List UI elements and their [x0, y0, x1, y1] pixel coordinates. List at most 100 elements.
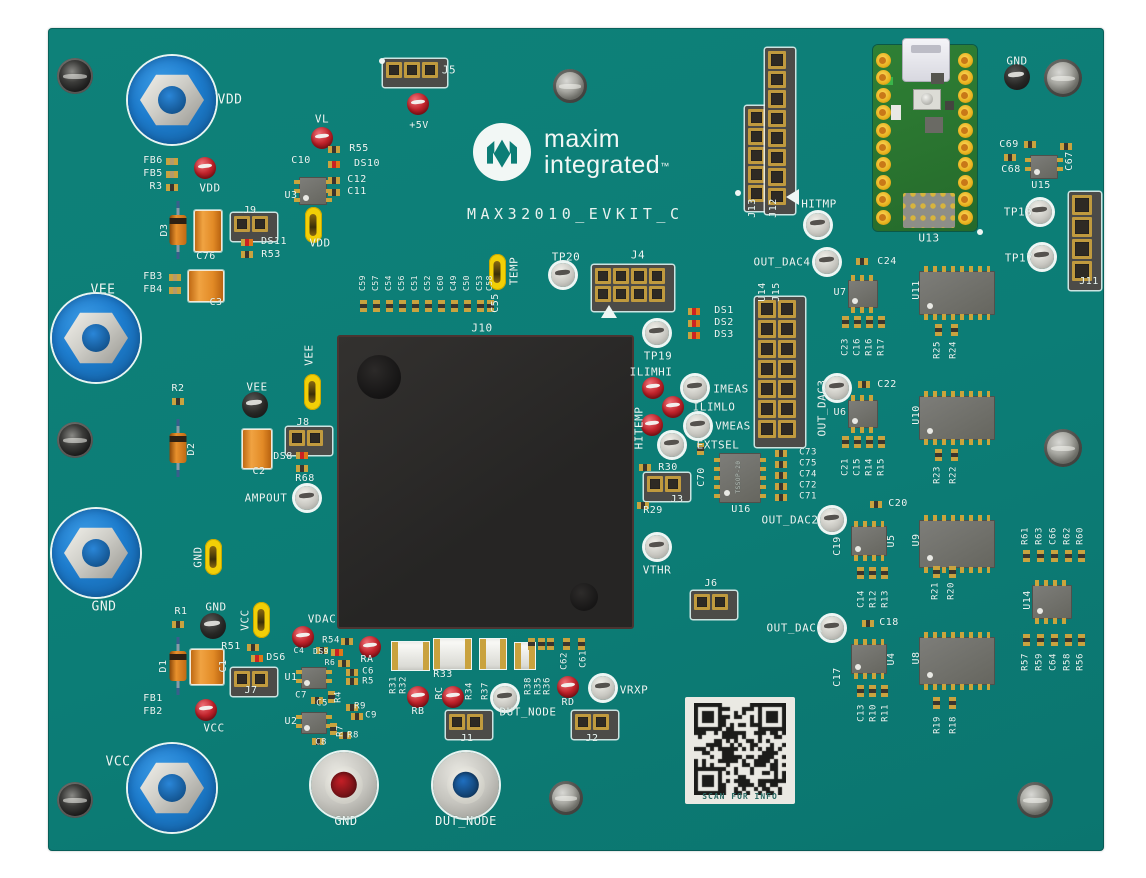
- silk-label: C4: [293, 646, 305, 655]
- tp-gnd-bottom: [200, 613, 226, 639]
- gnd-banana-jack: [52, 509, 140, 597]
- module-castellated-pad: [876, 105, 891, 121]
- tp-vmeas: [686, 414, 710, 438]
- smd-component: [950, 323, 958, 337]
- smd-band: [165, 183, 170, 191]
- silk-label: VCC: [238, 609, 252, 631]
- silk-label: OUT_DAC1: [766, 621, 824, 635]
- smd-band: [1077, 558, 1085, 563]
- silk-label: U14: [1022, 590, 1033, 610]
- smd-band: [1027, 140, 1033, 148]
- smd-band: [338, 731, 343, 739]
- gnd-pad: [204, 539, 222, 575]
- smd-band: [948, 700, 956, 706]
- smd-band: [172, 286, 178, 294]
- smd-band: [385, 303, 393, 309]
- silk-label: DS9: [313, 647, 329, 656]
- smd-band: [240, 250, 245, 258]
- header-pin: [778, 400, 796, 418]
- smd-band: [240, 238, 245, 246]
- chip-u3: [294, 177, 332, 205]
- qr-plate: SCAN FOR INFO: [685, 697, 795, 804]
- silk-label: C71: [799, 491, 817, 502]
- smd-band: [783, 471, 788, 479]
- silk-label: C62: [559, 652, 570, 670]
- header-pin: [289, 430, 305, 446]
- smd-band: [934, 457, 942, 462]
- silk-label: TEMP: [507, 256, 521, 286]
- smd-band: [696, 307, 701, 315]
- smd-band: [336, 160, 341, 168]
- smd-band: [345, 677, 350, 685]
- smd-component: [1077, 549, 1085, 563]
- silk-label: C2: [252, 466, 266, 477]
- smd-led: [295, 451, 309, 459]
- tp-17: [1030, 245, 1054, 269]
- chip-pins: [854, 673, 884, 679]
- smd-component: [774, 471, 788, 479]
- chip-pins: [850, 427, 876, 433]
- smd-band: [778, 460, 784, 468]
- smd-component: [1077, 633, 1085, 647]
- module-part-3: [945, 101, 954, 110]
- header-pin: [778, 420, 796, 438]
- mount-hole-top-right: [1044, 59, 1082, 97]
- chip-corner-mark: [357, 355, 401, 399]
- smd-led: [240, 238, 254, 246]
- smd-component: [240, 250, 254, 258]
- jumper-j3: [644, 473, 690, 501]
- silk-vcc-jack: VCC: [105, 754, 131, 770]
- silk-label: DS2: [714, 317, 734, 328]
- silk-label: OUT_DAC3: [815, 379, 829, 437]
- header-pin: [613, 268, 629, 284]
- smd-band: [873, 500, 879, 508]
- smd-band: [1036, 553, 1044, 559]
- chip-pins: [854, 555, 884, 561]
- smd-band: [696, 331, 701, 339]
- smd-band: [310, 696, 315, 704]
- header-pin: [768, 90, 786, 108]
- header-pin: [768, 148, 786, 166]
- silk-label: OUT_DAC4: [753, 255, 811, 269]
- silk-label: RA: [360, 654, 374, 665]
- silk-label: R29: [643, 505, 663, 516]
- diode-d3: [167, 201, 189, 259]
- silk-label: R61: [1020, 527, 1031, 545]
- smd-band: [336, 188, 341, 196]
- smd-band: [948, 705, 956, 710]
- smd-component: [774, 482, 788, 490]
- smd-band: [398, 308, 406, 313]
- smd-band: [636, 501, 641, 509]
- silk-label: HITMP: [801, 197, 837, 211]
- smd-band: [1064, 549, 1072, 554]
- jack-bore: [158, 774, 186, 802]
- smd-band: [1032, 140, 1037, 148]
- smd-band: [1022, 633, 1030, 638]
- smd-band: [696, 451, 704, 456]
- diode-d2: [167, 419, 189, 477]
- silk-label: J15: [771, 282, 782, 302]
- cap-c2: [242, 429, 272, 469]
- silk-label: R3: [149, 181, 163, 192]
- smd-band: [327, 694, 335, 700]
- smd-band: [336, 176, 341, 184]
- smd-band: [1022, 642, 1030, 647]
- smd-component: [855, 257, 869, 265]
- smd-component: [398, 299, 406, 313]
- chip-pins: [326, 669, 332, 687]
- silk-label: J9: [243, 205, 257, 216]
- smd-band: [877, 435, 885, 440]
- chip-corner-mark-2: [570, 583, 598, 611]
- smd-band: [1022, 637, 1030, 643]
- tp-18: [1028, 200, 1052, 224]
- silk-label: +5V: [409, 120, 429, 131]
- silk-label: J1: [460, 733, 474, 744]
- jack-center: [452, 771, 480, 799]
- cap-c76: [194, 210, 222, 252]
- tp-vdd: [194, 157, 216, 179]
- jack-bore: [82, 324, 110, 352]
- smd-band: [691, 307, 697, 315]
- smd-band: [437, 299, 445, 304]
- smd-band: [476, 303, 484, 309]
- chip-pins: [294, 180, 300, 202]
